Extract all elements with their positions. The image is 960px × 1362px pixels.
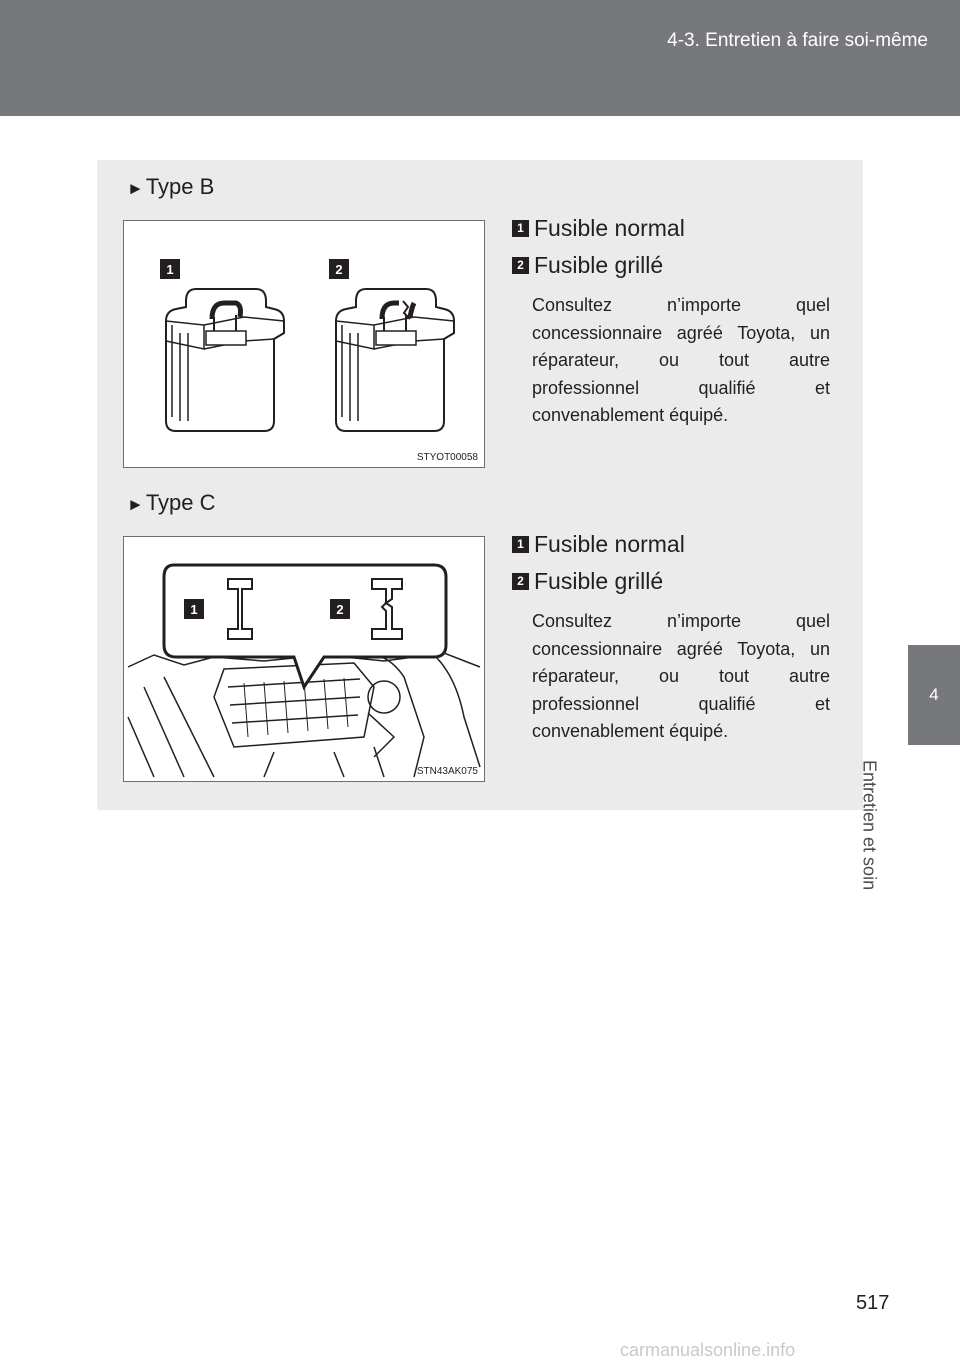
legend-item: 2 Fusible grillé: [512, 252, 663, 279]
number-2-badge: 2: [512, 257, 529, 274]
page-number: 517: [856, 1292, 890, 1314]
legend-item: 1 Fusible normal: [512, 531, 685, 558]
number-2-badge: 2: [512, 573, 529, 590]
type-b-heading: ►Type B: [127, 174, 214, 200]
legend-item: 2 Fusible grillé: [512, 568, 663, 595]
chapter-side-label: Entretien et soin: [859, 760, 958, 920]
callout-1-number: 1: [190, 602, 197, 617]
fuse-type-b-illustration: 1 2: [160, 259, 455, 432]
fuse-element-normal: [227, 578, 253, 640]
callout-1-box: [160, 259, 180, 279]
chapter-tab[interactable]: 4: [908, 645, 960, 745]
type-b-heading-text: Type B: [145, 174, 215, 199]
figure-code: STN43AK075: [416, 766, 478, 777]
number-1-badge: 1: [512, 536, 529, 553]
chapter-number: 4: [929, 685, 939, 704]
fuse-element-blown: [371, 578, 403, 640]
triangle-arrow-icon: ►: [127, 495, 144, 514]
fuse-type-c-illustration: 1 2: [127, 563, 481, 778]
callout-1-box: [184, 599, 204, 619]
note-text: Consultez n’importe quel concessionnaire…: [532, 295, 830, 425]
figure-code: STYOT00058: [416, 452, 478, 463]
type-c-heading: ►Type C: [127, 490, 216, 516]
legend-label: Fusible grillé: [534, 252, 664, 278]
fuse-type-b-figure: 1 2 STYOT00058: [123, 220, 485, 468]
note-text: Consultez n’importe quel concessionnaire…: [532, 611, 830, 741]
callout-2-box: [330, 599, 350, 619]
legend-label: Fusible normal: [534, 531, 685, 557]
callout-2-box: [329, 259, 349, 279]
triangle-arrow-icon: ►: [127, 179, 144, 198]
legend-item: 1 Fusible normal: [512, 215, 685, 242]
callout-2-number: 2: [336, 602, 343, 617]
section-title: 4-3. Entretien à faire soi-même: [667, 30, 928, 51]
watermark: carmanualsonline.info: [620, 1340, 796, 1360]
fuse-type-c-figure: 1 2 STN43AK075: [123, 536, 485, 782]
page-header: 4-3. Entretien à faire soi-même: [0, 0, 960, 116]
number-1-badge: 1: [512, 220, 529, 237]
callout-2-number: 2: [335, 262, 342, 277]
type-c-heading-text: Type C: [145, 490, 216, 515]
callout-bubble: [162, 563, 448, 691]
callout-1-number: 1: [166, 262, 173, 277]
fuse-normal-drawing: [165, 288, 285, 432]
fuse-blown-drawing: [335, 288, 455, 432]
legend-label: Fusible grillé: [534, 568, 664, 594]
engine-bay-drawing: [127, 646, 481, 778]
legend-label: Fusible normal: [534, 215, 685, 241]
